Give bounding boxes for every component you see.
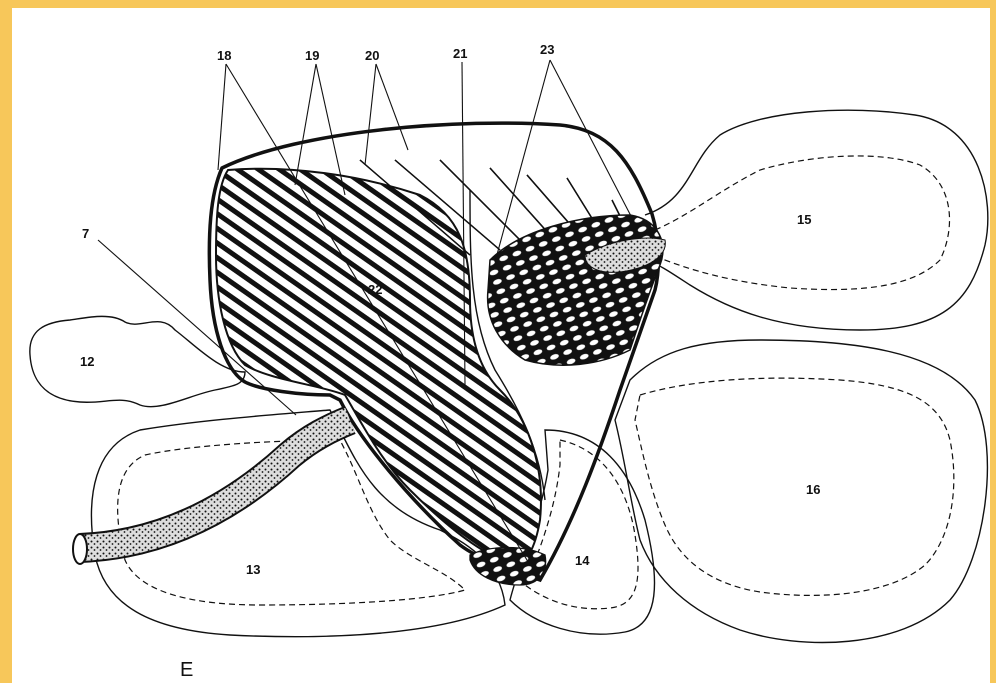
callout-22: 22 — [368, 282, 382, 297]
callout-13: 13 — [246, 562, 260, 577]
callout-7: 7 — [82, 226, 89, 241]
tube-7 — [73, 420, 350, 564]
callout-16: 16 — [806, 482, 820, 497]
callout-14: 14 — [575, 553, 590, 568]
callout-15: 15 — [797, 212, 811, 227]
lobe-14-inner — [525, 440, 638, 609]
mesh-lower — [470, 548, 546, 586]
callout-12: 12 — [80, 354, 94, 369]
lobe-12 — [30, 316, 245, 406]
callout-19: 19 — [305, 48, 319, 63]
panel-letter: E — [180, 659, 193, 681]
callout-20: 20 — [365, 48, 379, 63]
lobe-16-inner — [635, 378, 954, 595]
hatched-region-22 — [216, 169, 541, 565]
callout-23: 23 — [540, 42, 554, 57]
lobe-15 — [645, 110, 988, 330]
callout-18: 18 — [217, 48, 231, 63]
lobe-16 — [615, 340, 987, 642]
callout-21: 21 — [453, 46, 467, 61]
